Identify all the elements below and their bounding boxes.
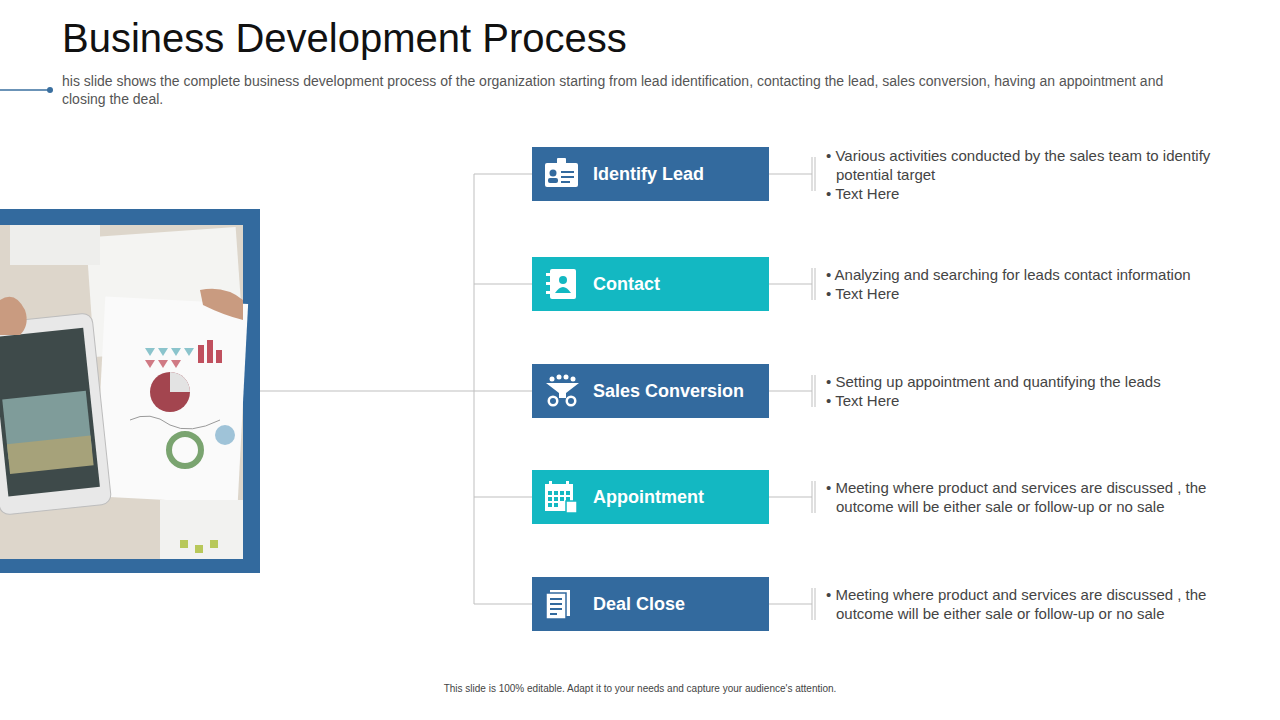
description-block: • Setting up appointment and quantifying… <box>826 372 1236 410</box>
slide-subtitle: his slide shows the complete business de… <box>62 72 1202 108</box>
bullet-text: • Text Here <box>826 184 1236 203</box>
bullet-text: • Setting up appointment and quantifying… <box>826 372 1236 391</box>
calendar-icon <box>545 481 577 513</box>
process-box: Sales Conversion <box>532 364 769 418</box>
accent-dot <box>47 87 53 93</box>
lead-icon <box>545 158 578 187</box>
box-label: Contact <box>593 274 660 295</box>
footer-note: This slide is 100% editable. Adapt it to… <box>0 683 1280 694</box>
box-label: Deal Close <box>593 594 685 615</box>
process-box: Appointment <box>532 470 769 524</box>
document-icon <box>546 590 570 619</box>
accent-line <box>0 89 50 91</box>
description-block: • Meeting where product and services are… <box>826 478 1236 516</box>
box-label: Appointment <box>593 487 704 508</box>
description-block: • Various activities conducted by the sa… <box>826 146 1236 203</box>
description-block: • Meeting where product and services are… <box>826 585 1236 623</box>
box-label: Identify Lead <box>593 164 704 185</box>
bullet-text: • Analyzing and searching for leads cont… <box>826 265 1236 284</box>
leader-brackets <box>769 157 815 620</box>
bullet-text: • Meeting where product and services are… <box>826 478 1236 516</box>
bullet-text: • Various activities conducted by the sa… <box>826 146 1236 184</box>
box-label: Sales Conversion <box>593 381 744 402</box>
process-box: Contact <box>532 257 769 311</box>
conversion-icon <box>546 375 579 407</box>
bullet-text: • Text Here <box>826 284 1236 303</box>
contact-icon <box>546 269 576 299</box>
tree-lines <box>260 174 532 604</box>
bullet-text: • Meeting where product and services are… <box>826 585 1236 623</box>
description-block: • Analyzing and searching for leads cont… <box>826 265 1236 303</box>
process-box: Identify Lead <box>532 147 769 201</box>
bullet-text: • Text Here <box>826 391 1236 410</box>
process-box: Deal Close <box>532 577 769 631</box>
slide-title: Business Development Process <box>62 16 627 61</box>
photo <box>0 225 248 559</box>
